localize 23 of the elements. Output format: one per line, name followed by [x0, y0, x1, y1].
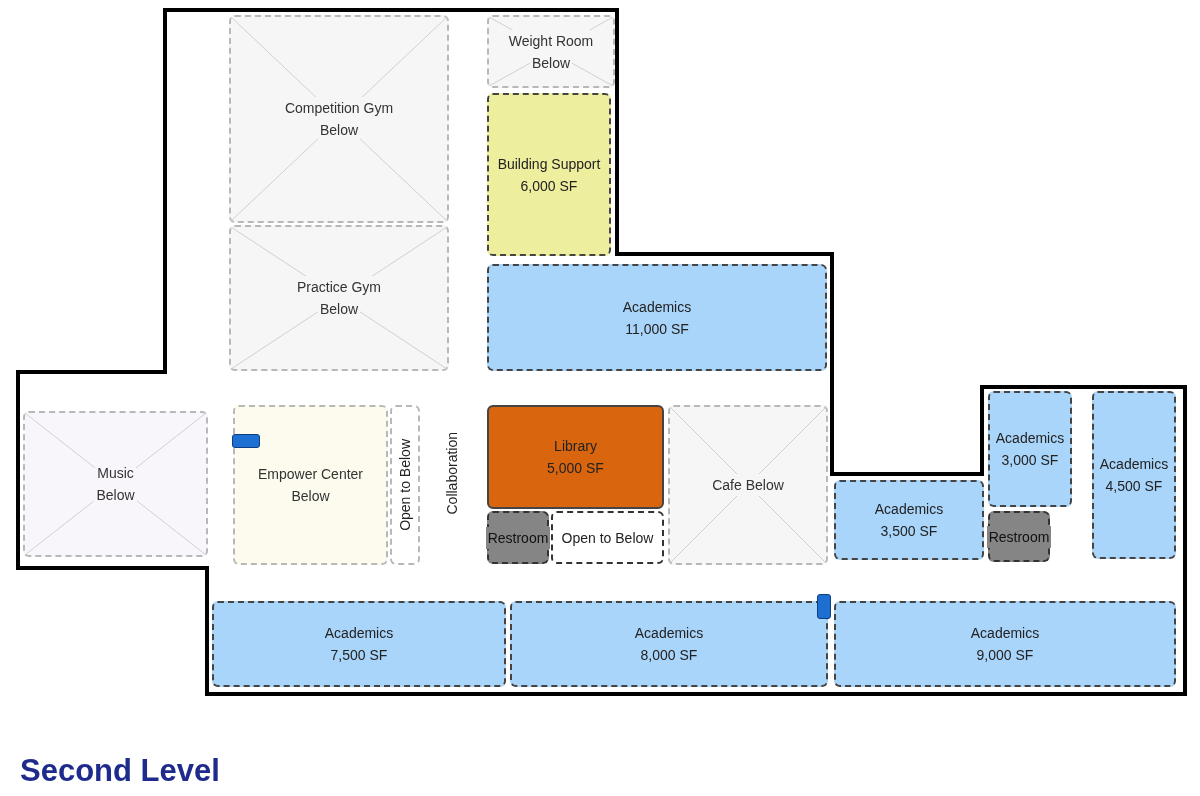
- academics-room: [988, 391, 1072, 507]
- open-area: [551, 511, 664, 564]
- academics-room: [487, 264, 827, 371]
- open-area: [390, 405, 420, 565]
- room-label: Restroom: [485, 526, 551, 549]
- academics-room: [212, 601, 506, 687]
- room-label: Below: [317, 119, 361, 141]
- center-room: [233, 405, 388, 565]
- library-room: [487, 405, 664, 509]
- room-label: Practice Gym: [295, 276, 383, 298]
- room-label: Cafe Below: [710, 474, 786, 496]
- restroom-room: [988, 511, 1050, 562]
- academics-room: [1092, 391, 1176, 559]
- area-label: Collaboration: [443, 432, 461, 515]
- room-label: Weight Room: [506, 29, 596, 52]
- academics-room: [510, 601, 828, 687]
- page-title: Second Level: [20, 752, 220, 790]
- room-label: Competition Gym: [282, 97, 396, 119]
- academics-room: [834, 480, 984, 560]
- room-label: Restroom: [986, 525, 1052, 548]
- support-room: [487, 93, 611, 256]
- restroom-room: [487, 511, 549, 564]
- academics-room: [834, 601, 1176, 687]
